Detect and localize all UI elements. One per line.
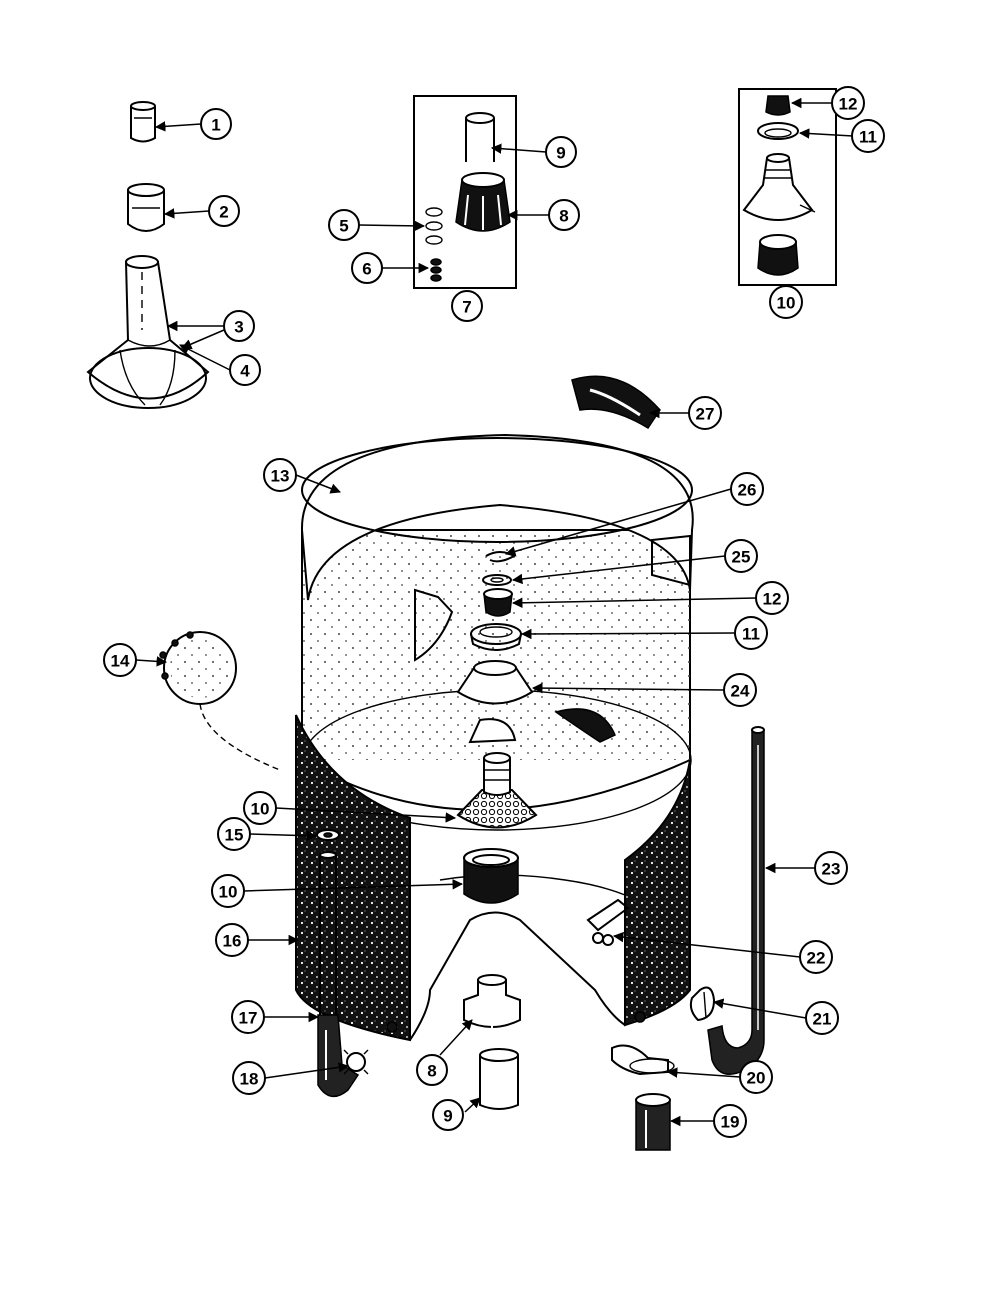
callout-12-mid: 12: [755, 581, 789, 615]
svg-text:4: 4: [240, 362, 250, 381]
svg-text:5: 5: [339, 217, 348, 236]
callout-10-low: 10: [211, 874, 245, 908]
svg-text:12: 12: [839, 95, 858, 114]
part-10-seal-assembly-lower: [463, 848, 519, 904]
callout-5: 5: [328, 209, 360, 241]
callout-27: 27: [688, 396, 722, 430]
part-27-patch: [571, 375, 661, 430]
svg-text:17: 17: [239, 1009, 258, 1028]
callout-11-top: 11: [851, 119, 885, 153]
part-23-hose: [707, 726, 765, 1075]
callout-10-mid: 10: [243, 791, 277, 825]
callout-12-top: 12: [831, 86, 865, 120]
callout-14: 14: [103, 643, 137, 677]
callout-15: 15: [217, 817, 251, 851]
part-25-washer: [482, 574, 512, 586]
svg-text:14: 14: [111, 652, 130, 671]
svg-text:11: 11: [742, 625, 760, 644]
callout-20: 20: [739, 1060, 773, 1094]
kit-10-box: [738, 88, 837, 286]
callout-18: 18: [232, 1061, 266, 1095]
part-3-agitator-cone: [86, 255, 210, 409]
callout-7: 7: [451, 290, 483, 322]
callout-25: 25: [724, 539, 758, 573]
svg-text:25: 25: [732, 548, 751, 567]
leader-lines: [135, 97, 854, 1127]
part-12-cap-small: [765, 95, 791, 116]
callout-13: 13: [263, 458, 297, 492]
callout-8-top: 8: [548, 199, 580, 231]
svg-text:9: 9: [443, 1107, 452, 1126]
svg-text:2: 2: [219, 203, 228, 222]
callout-1: 1: [200, 108, 232, 140]
svg-text:21: 21: [813, 1010, 832, 1029]
callout-11-mid: 11: [734, 616, 768, 650]
svg-text:22: 22: [807, 949, 826, 968]
callout-2: 2: [208, 195, 240, 227]
part-5-washers: [425, 207, 443, 245]
svg-text:16: 16: [223, 932, 242, 951]
svg-text:1: 1: [211, 116, 220, 135]
svg-text:12: 12: [763, 590, 782, 609]
part-9-tube: [465, 112, 495, 162]
part-8-bearing-hub: [455, 172, 511, 232]
callout-3: 3: [223, 310, 255, 342]
kit-7-box: [413, 95, 517, 289]
svg-text:26: 26: [738, 481, 757, 500]
part-1-cap: [130, 101, 156, 143]
part-12-nut: [483, 588, 513, 617]
callout-22: 22: [799, 940, 833, 974]
part-22-bracket: [586, 898, 630, 946]
part-15-grommet: [316, 829, 340, 841]
svg-text:13: 13: [271, 467, 290, 486]
svg-text:20: 20: [747, 1069, 766, 1088]
svg-text:23: 23: [822, 860, 841, 879]
callout-16: 16: [215, 923, 249, 957]
svg-text:10: 10: [777, 294, 796, 313]
svg-text:15: 15: [225, 826, 244, 845]
callout-10-top: 10: [769, 285, 803, 319]
svg-text:7: 7: [462, 298, 471, 317]
callout-8-bottom: 8: [416, 1054, 448, 1086]
callout-17: 17: [231, 1000, 265, 1034]
part-6-nuts: [430, 258, 442, 282]
part-9-sleeve: [479, 1048, 519, 1110]
svg-text:18: 18: [240, 1070, 259, 1089]
part-10-seal-lower: [757, 234, 799, 276]
part-11-ring-small: [757, 122, 799, 140]
svg-text:10: 10: [219, 883, 238, 902]
callout-4: 4: [229, 354, 261, 386]
part-20-coupling: [611, 1044, 675, 1076]
callout-9-bottom: 9: [432, 1099, 464, 1131]
callout-21: 21: [805, 1001, 839, 1035]
part-2-bushing: [127, 183, 165, 232]
callout-24: 24: [723, 673, 757, 707]
part-19-pump-hose: [635, 1093, 671, 1151]
part-21-clamp: [689, 986, 716, 1022]
part-10-seal-upper: [742, 153, 816, 221]
svg-text:9: 9: [556, 144, 565, 163]
svg-text:10: 10: [251, 800, 270, 819]
callout-9-top: 9: [545, 136, 577, 168]
callout-6: 6: [351, 252, 383, 284]
callout-19: 19: [713, 1104, 747, 1138]
part-16-outer-tub: [295, 714, 691, 1042]
svg-text:27: 27: [696, 405, 715, 424]
part-17-drain-tube: [317, 851, 360, 1098]
callout-23: 23: [814, 851, 848, 885]
svg-text:11: 11: [859, 128, 877, 147]
callout-26: 26: [730, 472, 764, 506]
svg-text:3: 3: [234, 318, 243, 337]
part-14-timer-dial: [159, 631, 281, 771]
svg-text:8: 8: [559, 207, 568, 226]
part-18-clamp: [343, 1049, 369, 1075]
svg-text:8: 8: [427, 1062, 436, 1081]
part-10-seal-assembly-upper: [456, 752, 538, 829]
svg-text:19: 19: [721, 1113, 740, 1132]
part-24-seal-cone: [456, 660, 534, 705]
svg-text:24: 24: [731, 682, 750, 701]
svg-text:6: 6: [362, 260, 371, 279]
part-8-hub: [463, 974, 521, 1028]
